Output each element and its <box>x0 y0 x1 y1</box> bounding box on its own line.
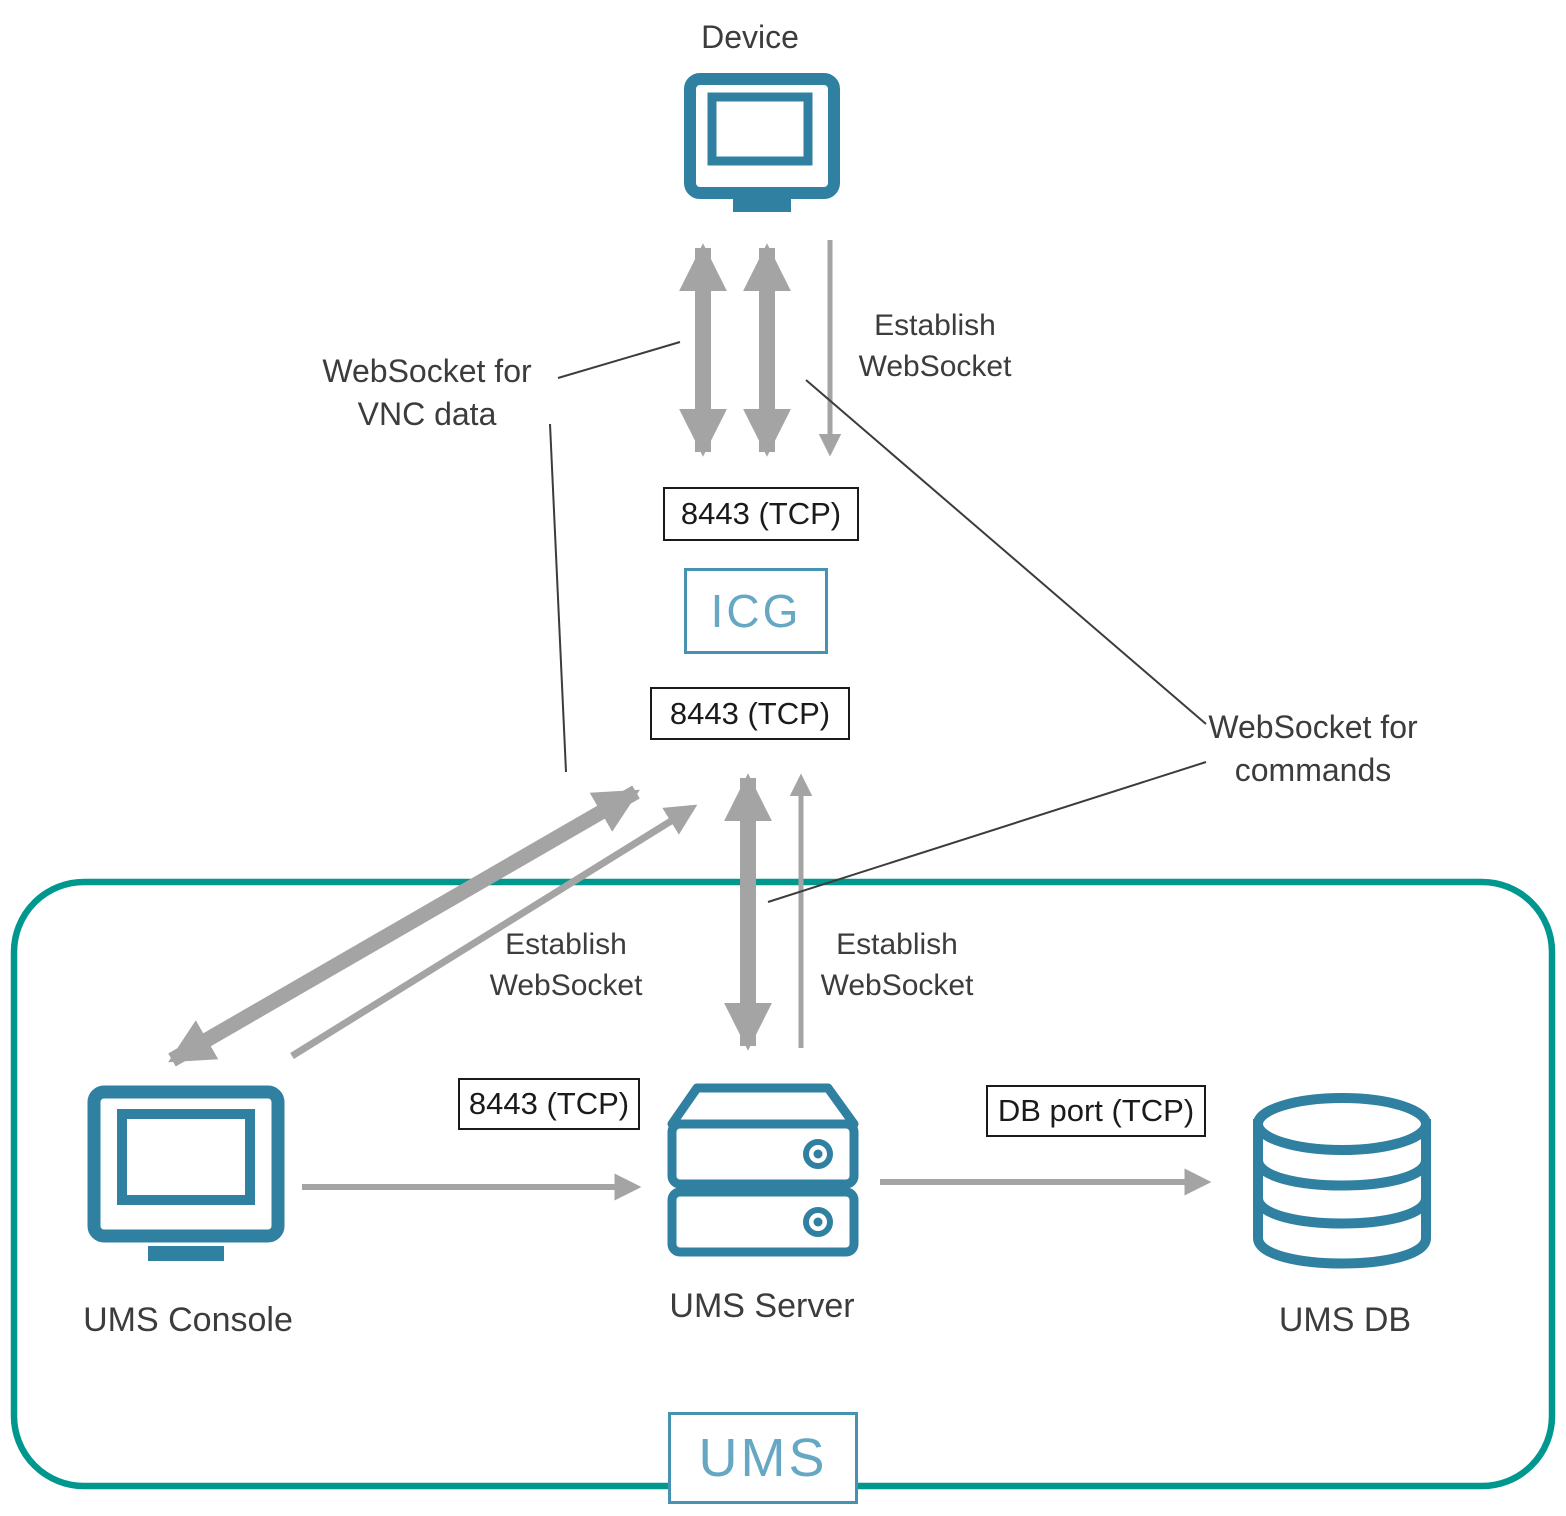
establish-websocket-label-server: Establish WebSocket <box>820 928 974 1002</box>
icg-node-label: ICG <box>710 585 802 637</box>
ums-boundary-title: UMS <box>698 1428 828 1488</box>
vnc-pointer-line-top <box>557 341 681 379</box>
ums-db-label: UMS DB <box>1278 1301 1412 1339</box>
establish-websocket-label-device: Establish WebSocket <box>858 309 1012 383</box>
device-label: Device <box>701 19 799 55</box>
device-monitor-icon <box>684 73 840 212</box>
vnc-data-arrows-device-icg <box>679 243 791 457</box>
icg-node-box: ICG <box>684 568 828 654</box>
vnc-pointer-line-bottom <box>549 423 567 773</box>
port-box-icg-server: 8443 (TCP) <box>650 687 850 740</box>
port-box-console-server: 8443 (TCP) <box>458 1078 640 1130</box>
websocket-commands-label: WebSocket for commands <box>1208 709 1418 789</box>
annotation-pointer-lines <box>549 341 1207 903</box>
commands-pointer-line-bottom <box>767 761 1207 903</box>
port-box-server-db-text: DB port (TCP) <box>997 1093 1195 1128</box>
port-box-device-icg: 8443 (TCP) <box>663 487 859 541</box>
vnc-data-arrow-icg-console <box>168 785 640 1067</box>
websocket-vnc-data-label: WebSocket for VNC data <box>322 353 532 433</box>
establish-websocket-arrow-console <box>290 804 698 1059</box>
ums-console-label: UMS Console <box>83 1301 293 1339</box>
commands-pointer-line-top <box>805 379 1207 725</box>
ums-db-database-icon <box>1253 1093 1431 1269</box>
ums-server-label: UMS Server <box>669 1287 855 1325</box>
ums-server-icon <box>667 1083 859 1257</box>
port-box-device-icg-text: 8443 (TCP) <box>680 496 842 531</box>
port-box-server-db: DB port (TCP) <box>986 1085 1206 1137</box>
port-box-icg-server-text: 8443 (TCP) <box>669 695 831 731</box>
ums-console-monitor-icon <box>87 1085 285 1261</box>
ums-boundary-title-box: UMS <box>668 1412 858 1504</box>
port-box-console-server-text: 8443 (TCP) <box>468 1086 630 1121</box>
establish-websocket-label-console: Establish WebSocket <box>489 928 643 1002</box>
